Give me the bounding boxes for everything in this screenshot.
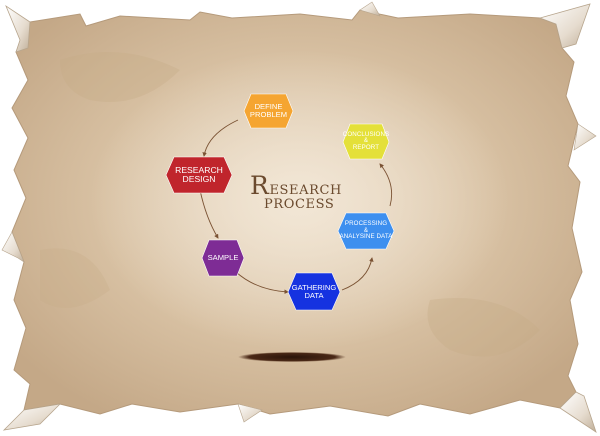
parchment-glow [90, 50, 510, 350]
torn-flap [359, 1, 381, 17]
hex-gathering-data [287, 272, 341, 311]
arrow-gathering-to-processing [341, 257, 374, 291]
curled-corner [538, 3, 591, 49]
arrow-design-to-sample [199, 189, 219, 239]
torn-flap [237, 403, 263, 423]
flow-arrows [199, 119, 393, 295]
diagram-title: RESEARCH PROCESS [250, 173, 360, 212]
hex-conclusions-report [342, 123, 390, 160]
curled-corner [2, 403, 62, 431]
parchment-stain [427, 298, 540, 357]
arrow-processing-to-conclusions [379, 163, 393, 207]
curled-corner [5, 4, 31, 53]
torn-flap [1, 231, 25, 263]
arrow-sample-to-gathering [235, 271, 289, 295]
title-line-1-rest: ESEARCH [269, 183, 342, 198]
floating-shadow [238, 352, 346, 362]
parchment-stain [60, 52, 180, 102]
parchment-stain [40, 248, 110, 308]
title-line-1: RESEARCH [250, 173, 360, 198]
hex-research-design [165, 156, 233, 194]
curled-corner [559, 391, 597, 433]
hex-sample [201, 239, 245, 277]
title-line-2: PROCESS [264, 197, 335, 212]
torn-flap [573, 123, 597, 151]
title-initial: R [250, 171, 270, 200]
hex-define-problem [243, 93, 294, 129]
arrow-define-to-design [202, 119, 239, 157]
hex-processing-data [337, 212, 395, 250]
